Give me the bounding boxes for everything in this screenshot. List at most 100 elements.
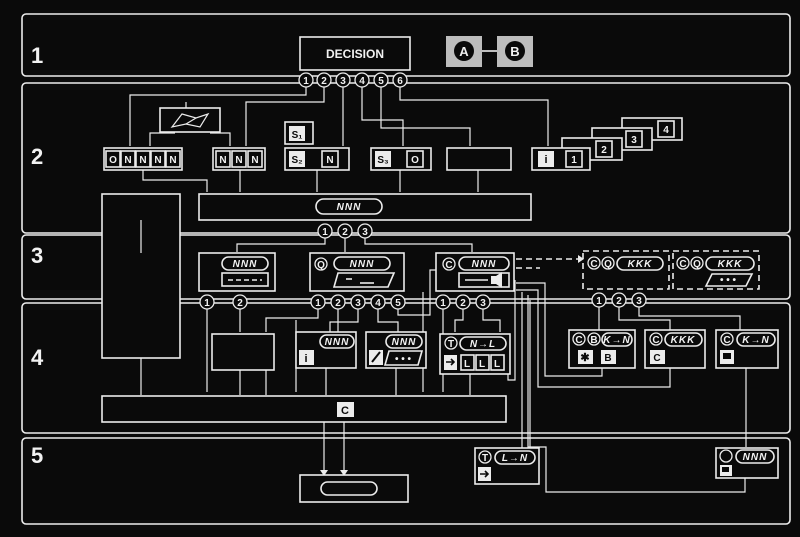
- svg-text:O: O: [109, 155, 117, 166]
- svg-text:3: 3: [480, 298, 486, 309]
- svg-text:3: 3: [355, 298, 361, 309]
- svg-text:• • •: • • •: [395, 354, 412, 365]
- svg-text:N: N: [139, 155, 146, 166]
- svg-text:NNN: NNN: [325, 337, 350, 348]
- svg-text:2: 2: [335, 298, 341, 309]
- svg-text:K→N: K→N: [603, 335, 630, 346]
- svg-text:N: N: [326, 155, 333, 166]
- c-k-to-n-block: C K→N: [715, 329, 779, 369]
- svg-text:3: 3: [631, 135, 637, 146]
- svg-text:N: N: [235, 155, 242, 166]
- right-nnn-block: NNN: [715, 447, 779, 479]
- svg-text:3: 3: [340, 76, 346, 87]
- level3-box-c: C NNN: [435, 252, 515, 292]
- svg-text:4: 4: [375, 298, 381, 309]
- output-oval: [320, 481, 378, 496]
- svg-text:O: O: [411, 155, 419, 166]
- svg-text:T: T: [448, 339, 454, 350]
- svg-text:2: 2: [321, 76, 327, 87]
- a-to-b-icon: A B: [446, 36, 533, 67]
- c-b-k-to-n-block: C B K→N ✱ B: [568, 329, 636, 369]
- collector-c-cell: [337, 402, 354, 417]
- svg-text:C: C: [652, 335, 659, 346]
- svg-text:L→N: L→N: [502, 453, 528, 464]
- row-band-3: [21, 234, 791, 300]
- row-label: 4: [31, 345, 44, 370]
- level3-outputs: 1 2 1 2 3 4 5 1 2 3 1 2 3: [199, 292, 647, 310]
- row-label: 2: [31, 144, 43, 169]
- svg-text:N: N: [251, 155, 258, 166]
- row-label: 5: [31, 443, 43, 468]
- svg-text:✱: ✱: [580, 352, 589, 364]
- svg-text:C: C: [679, 259, 686, 270]
- svg-text:C: C: [341, 405, 349, 417]
- svg-text:3: 3: [362, 227, 368, 238]
- empty-store: [446, 147, 512, 171]
- edit-nnn-block: NNN • • •: [365, 331, 427, 369]
- info-icon: i: [544, 154, 547, 166]
- svg-text:C: C: [590, 259, 597, 270]
- svg-text:B: B: [604, 353, 611, 364]
- b-symbol: B: [510, 44, 519, 59]
- svg-text:L: L: [464, 359, 470, 370]
- svg-text:NNN: NNN: [743, 452, 768, 463]
- svg-text:S₃: S₃: [377, 155, 389, 166]
- collector-bar: [101, 395, 507, 423]
- svg-text:Q: Q: [604, 259, 612, 270]
- row-band-4: [21, 302, 791, 434]
- decision-outputs: 1 2 3 4 5 6: [298, 72, 408, 88]
- svg-text:N: N: [154, 155, 161, 166]
- svg-text:B: B: [590, 335, 597, 346]
- connectors-bus-3: [140, 220, 473, 253]
- svg-text:5: 5: [378, 76, 384, 87]
- s3-block: S₃ O: [370, 147, 432, 171]
- svg-text:1: 1: [571, 155, 577, 166]
- svg-text:N: N: [124, 155, 131, 166]
- bus-outputs: 1 2 3: [317, 223, 373, 239]
- svg-text:KKK: KKK: [628, 259, 653, 270]
- svg-text:NNN: NNN: [392, 337, 417, 348]
- svg-text:Q: Q: [693, 259, 701, 270]
- svg-text:2: 2: [342, 227, 348, 238]
- svg-text:N→L: N→L: [470, 339, 496, 350]
- info-nnn-block: NNN i: [295, 331, 357, 369]
- svg-text:KKK: KKK: [718, 259, 743, 270]
- svg-text:C: C: [723, 335, 730, 346]
- svg-text:2: 2: [616, 296, 622, 307]
- a-symbol: A: [459, 44, 469, 59]
- tall-left-block: [101, 193, 181, 359]
- nnn-bus: NNN: [198, 193, 532, 221]
- connectors-4-collector: [140, 280, 747, 447]
- book-icon: [159, 107, 221, 133]
- svg-text:5: 5: [395, 298, 401, 309]
- decision-box: [299, 36, 411, 71]
- svg-text:NNN: NNN: [233, 259, 258, 270]
- info-icon: i: [304, 353, 307, 365]
- svg-text:K→N: K→N: [742, 335, 769, 346]
- svg-text:2: 2: [237, 298, 243, 309]
- svg-text:KKK: KKK: [671, 335, 696, 346]
- store-2: N N N: [212, 147, 266, 171]
- dashed-box-2: C Q KKK • • •: [672, 250, 760, 290]
- t-l-to-n-block: T L→N: [474, 447, 540, 485]
- connectors-1-2: [129, 87, 549, 146]
- c-kkk-block: C KKK C: [644, 329, 706, 369]
- svg-text:N: N: [169, 155, 176, 166]
- level3-box-a: NNN: [198, 252, 276, 292]
- svg-text:1: 1: [204, 298, 210, 309]
- svg-text:1: 1: [596, 296, 602, 307]
- svg-text:C: C: [653, 353, 660, 364]
- svg-text:C: C: [575, 335, 582, 346]
- svg-text:NNN: NNN: [337, 202, 362, 213]
- t-n-to-l-block: T N→L L L L: [439, 333, 511, 375]
- numbered-card-stack: 4 3 2 i 1: [531, 117, 683, 171]
- decision-label: DECISION: [326, 47, 384, 61]
- dashed-box-1: C Q KKK: [582, 250, 670, 290]
- svg-text:4: 4: [359, 76, 365, 87]
- svg-text:• • •: • • •: [720, 275, 737, 286]
- svg-text:L: L: [494, 359, 500, 370]
- svg-text:NNN: NNN: [350, 259, 375, 270]
- svg-text:4: 4: [663, 125, 669, 136]
- svg-text:S₁: S₁: [292, 130, 303, 141]
- row-label: 3: [31, 243, 43, 268]
